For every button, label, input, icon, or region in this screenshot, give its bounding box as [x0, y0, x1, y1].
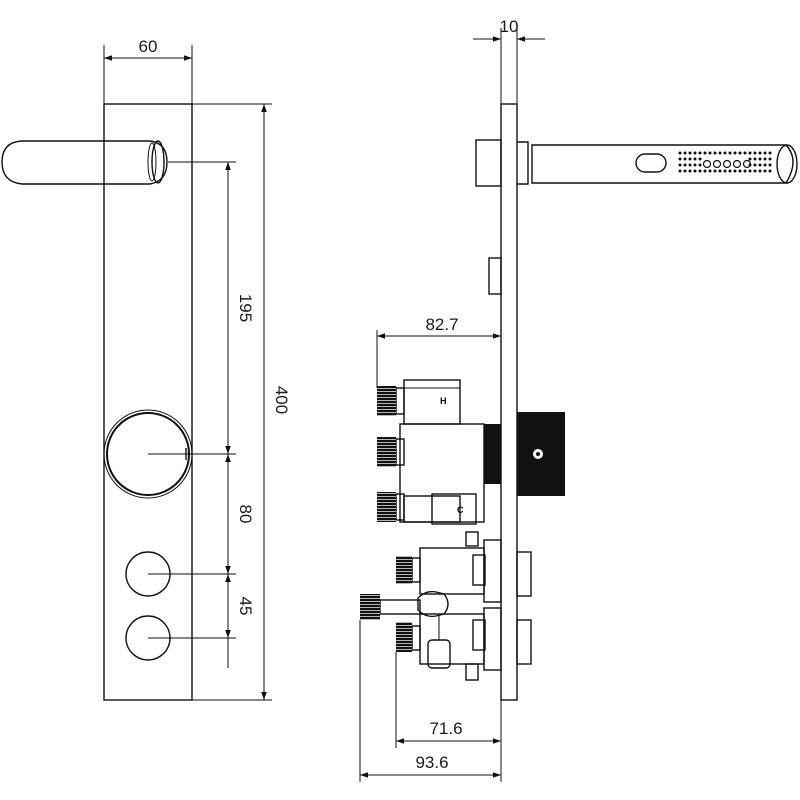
spray-nozzle [678, 151, 682, 155]
spray-nozzle [703, 151, 707, 155]
spray-nozzle [728, 151, 732, 155]
spray-nozzle [718, 169, 722, 173]
spray-nozzle [688, 163, 692, 167]
spray-nozzle [713, 169, 717, 173]
thermostat-knob-side [517, 412, 565, 496]
spray-nozzle [738, 151, 742, 155]
thermostat-knob-front [103, 409, 236, 499]
spray-nozzle [758, 157, 762, 161]
spray-nozzle [758, 163, 762, 167]
spray-nozzle [698, 157, 702, 161]
spray-nozzle [688, 157, 692, 161]
spray-nozzle [743, 151, 747, 155]
spray-nozzle [763, 163, 767, 167]
dim-outlet-knob: 195 [236, 294, 255, 322]
spray-nozzle [753, 163, 757, 167]
handshower-front [1, 140, 168, 185]
spray-nozzle-large [722, 159, 732, 169]
dim-knob-button: 80 [236, 505, 255, 524]
spray-nozzle [683, 163, 687, 167]
spray-nozzle [703, 169, 707, 173]
spray-nozzle [768, 163, 772, 167]
spray-nozzle [693, 163, 697, 167]
spray-nozzle [693, 151, 697, 155]
spray-nozzle [678, 157, 682, 161]
spray-nozzle [698, 151, 702, 155]
spray-nozzle [743, 169, 747, 173]
spray-nozzle [733, 151, 737, 155]
spray-nozzle [708, 151, 712, 155]
spray-nozzle [683, 157, 687, 161]
spray-nozzle [753, 169, 757, 173]
spray-nozzle-large [702, 159, 712, 169]
spray-nozzle [678, 163, 682, 167]
hot-label: H [440, 396, 447, 406]
spray-nozzle [733, 169, 737, 173]
side-view: 10 H C [359, 17, 798, 782]
spray-nozzle [678, 169, 682, 173]
dim-valve-depth: 82.7 [425, 315, 458, 334]
spray-nozzle [768, 157, 772, 161]
spray-nozzle [748, 169, 752, 173]
spray-nozzle [723, 151, 727, 155]
spray-nozzle [758, 169, 762, 173]
cold-label: C [457, 505, 464, 515]
spray-nozzle [738, 169, 742, 173]
dim-button-spacing: 45 [236, 597, 255, 616]
dim-outlet-depth-1: 71.6 [429, 719, 462, 738]
front-view: 60 400 195 [1, 37, 291, 701]
spray-nozzle [693, 157, 697, 161]
dim-width: 60 [139, 37, 158, 56]
spray-nozzle [698, 163, 702, 167]
spray-nozzle-large [732, 159, 742, 169]
spray-nozzle [768, 169, 772, 173]
spray-nozzle [748, 157, 752, 161]
dim-plate-thickness: 10 [500, 17, 519, 36]
spray-nozzle [688, 151, 692, 155]
spray-nozzle [768, 151, 772, 155]
spray-nozzle [758, 151, 762, 155]
spray-nozzle [683, 151, 687, 155]
spray-nozzle [753, 157, 757, 161]
spray-nozzle [748, 151, 752, 155]
dim-height: 400 [272, 386, 291, 414]
diverter-valve-2 [396, 607, 532, 681]
front-panel [103, 103, 193, 701]
thermostat-body-side: H C [377, 379, 501, 525]
button-2-front [125, 615, 236, 661]
hose-outlet [360, 590, 451, 669]
handshower-side [517, 141, 798, 185]
spray-face [678, 151, 772, 173]
spray-nozzle [718, 151, 722, 155]
spray-nozzle [683, 169, 687, 173]
spray-nozzle [763, 157, 767, 161]
side-plate [500, 103, 518, 701]
spray-nozzle [728, 169, 732, 173]
spray-nozzle [708, 169, 712, 173]
diverter-valve-1 [396, 531, 532, 603]
spray-nozzle [763, 151, 767, 155]
spray-nozzle [698, 169, 702, 173]
dim-outlet-depth-2: 93.6 [415, 753, 448, 772]
spray-nozzle [753, 151, 757, 155]
spray-nozzle-large [712, 159, 722, 169]
button-1-front [125, 551, 236, 597]
spray-nozzle [713, 151, 717, 155]
spray-nozzle [693, 169, 697, 173]
spray-nozzle [688, 169, 692, 173]
spray-nozzle-large [742, 159, 752, 169]
spray-nozzle [723, 169, 727, 173]
spray-nozzle [763, 169, 767, 173]
